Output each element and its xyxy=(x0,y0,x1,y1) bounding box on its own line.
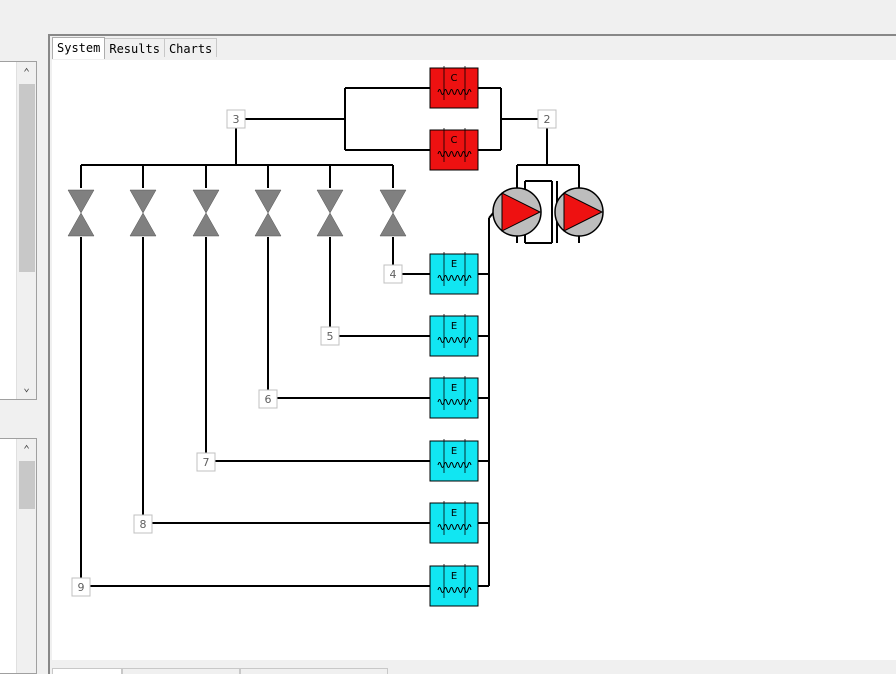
evaporator-6-label: E xyxy=(451,571,457,582)
pump-2[interactable] xyxy=(554,187,604,237)
evaporator-3-label: E xyxy=(451,383,457,394)
chiller-1[interactable]: C xyxy=(429,66,479,109)
chevron-up-icon[interactable]: ⌃ xyxy=(23,443,30,456)
valve-3[interactable] xyxy=(192,189,220,237)
tab-bar: System Results Charts xyxy=(52,37,218,60)
valve-6[interactable] xyxy=(379,189,407,237)
node-4[interactable]: 4 xyxy=(383,264,403,284)
valve-2[interactable] xyxy=(129,189,157,237)
evaporator-4[interactable]: E xyxy=(429,439,479,482)
system-diagram: 2 3 4 5 6 7 8 9 xyxy=(67,66,604,607)
evaporator-6[interactable]: E xyxy=(429,564,479,607)
bottom-tab-3[interactable] xyxy=(240,668,388,674)
valve-5[interactable] xyxy=(316,189,344,237)
node-2[interactable]: 2 xyxy=(537,109,557,129)
upper-list-box[interactable]: ⌃ ⌄ xyxy=(0,61,37,400)
lower-scroll-thumb[interactable] xyxy=(19,461,35,509)
evaporator-1-label: E xyxy=(451,259,457,270)
tab-charts[interactable]: Charts xyxy=(163,38,218,57)
node-3[interactable]: 3 xyxy=(226,109,246,129)
node-7-label: 7 xyxy=(203,456,210,469)
node-4-label: 4 xyxy=(390,268,397,281)
lower-list-scrollbar[interactable]: ⌃ xyxy=(16,439,36,673)
upper-list-scrollbar[interactable]: ⌃ ⌄ xyxy=(16,62,36,399)
node-8-label: 8 xyxy=(140,518,147,531)
evaporator-2[interactable]: E xyxy=(429,314,479,357)
node-5-label: 5 xyxy=(327,330,334,343)
upper-scroll-thumb[interactable] xyxy=(19,84,35,272)
left-pane: ⌃ ⌄ ⌃ xyxy=(0,0,44,674)
lower-list-box[interactable]: ⌃ xyxy=(0,438,37,674)
node-9[interactable]: 9 xyxy=(71,577,91,597)
bottom-tab-1[interactable] xyxy=(52,668,122,674)
chiller-2[interactable]: C xyxy=(429,128,479,171)
valve-4[interactable] xyxy=(254,189,282,237)
evaporator-2-label: E xyxy=(451,321,457,332)
chiller-1-label: C xyxy=(451,73,458,84)
node-3-label: 3 xyxy=(233,113,240,126)
pipe-network xyxy=(80,87,580,587)
system-diagram-canvas[interactable]: 2 3 4 5 6 7 8 9 xyxy=(52,60,896,660)
chevron-down-icon[interactable]: ⌄ xyxy=(23,381,30,394)
node-2-label: 2 xyxy=(544,113,551,126)
node-8[interactable]: 8 xyxy=(133,514,153,534)
node-7[interactable]: 7 xyxy=(196,452,216,472)
chiller-2-label: C xyxy=(451,135,458,146)
evaporator-1[interactable]: E xyxy=(429,252,479,295)
chevron-up-icon[interactable]: ⌃ xyxy=(23,66,30,79)
node-6-label: 6 xyxy=(265,393,272,406)
node-9-label: 9 xyxy=(78,581,85,594)
evaporator-5[interactable]: E xyxy=(429,501,479,544)
pump-1[interactable] xyxy=(492,187,542,237)
node-5[interactable]: 5 xyxy=(320,326,340,346)
valve-1[interactable] xyxy=(67,189,95,237)
bottom-tab-2[interactable] xyxy=(122,668,240,674)
tab-results[interactable]: Results xyxy=(104,38,165,57)
node-6[interactable]: 6 xyxy=(258,389,278,409)
evaporator-4-label: E xyxy=(451,446,457,457)
tab-system[interactable]: System xyxy=(52,37,106,59)
evaporator-3[interactable]: E xyxy=(429,376,479,419)
evaporator-5-label: E xyxy=(451,508,457,519)
